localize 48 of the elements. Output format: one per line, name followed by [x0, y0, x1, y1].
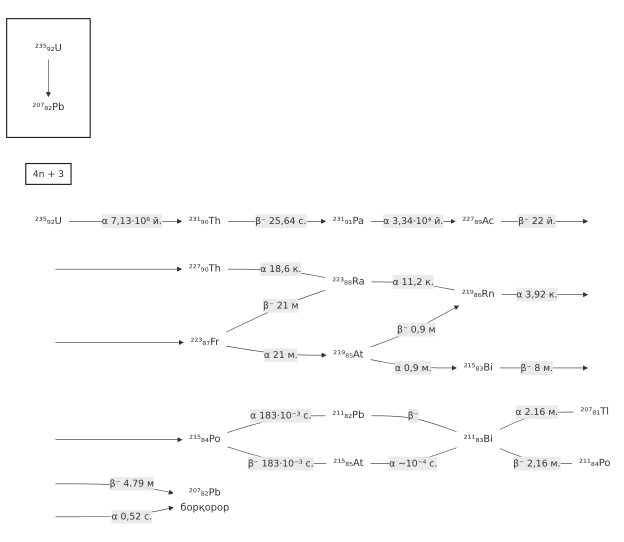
edge-label: α 3,92 к.: [516, 288, 558, 300]
node-text: ²¹¹₈₂Pb: [332, 409, 364, 421]
node-text: ²³⁵₉₂U: [34, 214, 62, 226]
connector: [226, 290, 326, 332]
edge-label: β⁻ 4.79 м: [110, 478, 154, 489]
edge-label: β⁻ 22 й.: [518, 215, 556, 226]
arrow: [55, 436, 182, 442]
node-text: ²³⁵₉₂U: [34, 42, 62, 54]
edge-label: α 2.16 м.: [516, 406, 558, 418]
node-text: ²¹⁹₈₅At: [333, 348, 364, 360]
edge-label: β⁻ 25,64 с.: [255, 215, 306, 226]
arrow: [55, 340, 184, 345]
node-text: ²¹⁵₈₅At: [333, 457, 364, 469]
node-text: ²²⁷₉₀Th: [188, 262, 221, 274]
connector: [371, 415, 457, 432]
node-text: ²²³₈₈Ra: [332, 275, 365, 288]
edge-label: β⁻ 183·10⁻³ с.: [248, 458, 314, 469]
arrow: [46, 58, 51, 97]
node-text: ²¹⁵₈₃Bi: [464, 362, 493, 374]
edge-label: β⁻: [408, 410, 419, 421]
edge-label: α 21 м.: [264, 349, 298, 360]
edge-label: α 3,34·10⁴ й.: [383, 215, 444, 226]
edge-label: β⁻ 21 м: [262, 300, 298, 311]
node-text: ²³¹₉₀Th: [188, 214, 221, 226]
edge-label: α 11,2 к.: [392, 276, 434, 287]
node-text: ²³¹₉₁Pa: [332, 214, 364, 226]
node-text: ²¹¹₈₄Po: [579, 457, 610, 469]
edge-label: α 0,52 с.: [111, 510, 152, 522]
node-text: ²¹⁹₈₆Rn: [462, 288, 495, 300]
edge-label: β⁻ 8 м.: [520, 362, 554, 373]
edge-label: α 0,9 м.: [394, 362, 432, 373]
edge-label: α 18,6 к.: [260, 263, 302, 274]
arrow: [370, 305, 460, 348]
node-text: ²²⁷₈₉Ac: [462, 214, 494, 226]
node-box: 4n + 3: [25, 162, 72, 185]
cluster: [6, 18, 91, 138]
node-text: ²¹¹₈₃Bi: [464, 433, 493, 445]
edge-label: β⁻ 2,16 м.: [513, 458, 560, 469]
edge-label: α 183·10⁻³ с.: [250, 410, 312, 421]
node-text: ²⁰⁷₈₂Pb: [32, 101, 64, 113]
node-text: ²⁰⁷₈₂Pb борқорор: [180, 486, 230, 513]
edge-label: β⁻ 0,9 м: [397, 324, 436, 335]
edge-label: α ~10⁻⁴ с.: [389, 458, 438, 469]
node-text: ²²³₈₇Fr: [190, 336, 220, 348]
edge-label: α 7,13·10⁸ й.: [102, 215, 162, 226]
node-text: ²¹⁵₈₄Po: [189, 433, 221, 445]
arrow: [55, 266, 182, 272]
node-text: ²⁰⁷₈₁Tl: [580, 406, 609, 418]
